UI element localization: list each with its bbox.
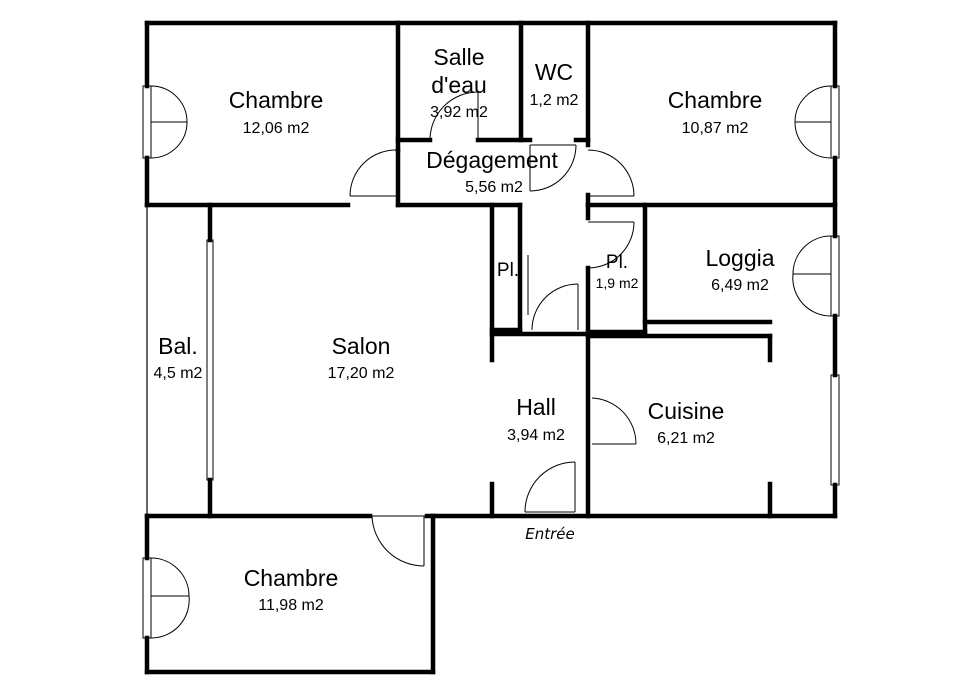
label-salle-eau-1: Salle	[433, 44, 484, 70]
label-chambre-nw: Chambre	[229, 87, 324, 113]
window-chambre-sw	[142, 557, 152, 639]
label-placard-left: Pl.	[497, 260, 519, 281]
label-balcon: Bal.	[158, 333, 198, 359]
area-wc: 1,2 m2	[530, 92, 579, 109]
doors	[150, 85, 832, 639]
label-hall: Hall	[516, 394, 556, 420]
area-hall: 3,94 m2	[507, 427, 565, 444]
door-chambre-ne	[587, 149, 635, 197]
area-chambre-nw: 12,06 m2	[243, 120, 310, 137]
door-salle-eau	[429, 91, 479, 141]
window-loggia	[830, 235, 840, 317]
casement-windows	[150, 85, 832, 639]
label-salle-eau-2: d'eau	[431, 72, 487, 98]
window-cuisine	[830, 374, 840, 486]
door-chambre-nw	[349, 149, 399, 197]
area-loggia: 6,49 m2	[711, 277, 769, 294]
area-salon: 17,20 m2	[328, 365, 395, 382]
label-degagement: Dégagement	[426, 147, 558, 173]
area-chambre-sw: 11,98 m2	[258, 597, 324, 614]
label-chambre-sw: Chambre	[244, 565, 339, 591]
door-placard-right	[587, 221, 635, 269]
room-labels: Chambre 12,06 m2 Salle d'eau 3,92 m2 WC …	[154, 44, 775, 614]
area-balcon: 4,5 m2	[154, 365, 203, 382]
window-chambre-ne	[830, 85, 840, 159]
door-hall-north	[531, 283, 579, 331]
label-wc: WC	[535, 59, 573, 85]
walls	[144, 20, 838, 675]
label-loggia: Loggia	[705, 245, 774, 271]
window-balcon	[206, 239, 214, 481]
label-salon: Salon	[332, 333, 391, 359]
area-salle-eau: 3,92 m2	[430, 104, 488, 121]
door-cuisine	[591, 397, 637, 445]
area-degagement: 5,56 m2	[465, 179, 523, 196]
area-chambre-ne: 10,87 m2	[682, 120, 749, 137]
label-cuisine: Cuisine	[648, 398, 725, 424]
label-chambre-ne: Chambre	[668, 87, 763, 113]
label-placard-right: Pl.	[606, 252, 628, 273]
door-chambre-sw	[371, 515, 425, 567]
area-cuisine: 6,21 m2	[657, 430, 715, 447]
door-wc	[529, 144, 577, 192]
label-entree: Entrée	[525, 525, 575, 543]
window-chambre-nw	[142, 85, 152, 159]
area-placard-right: 1,9 m2	[596, 275, 639, 291]
door-entree	[524, 461, 576, 513]
